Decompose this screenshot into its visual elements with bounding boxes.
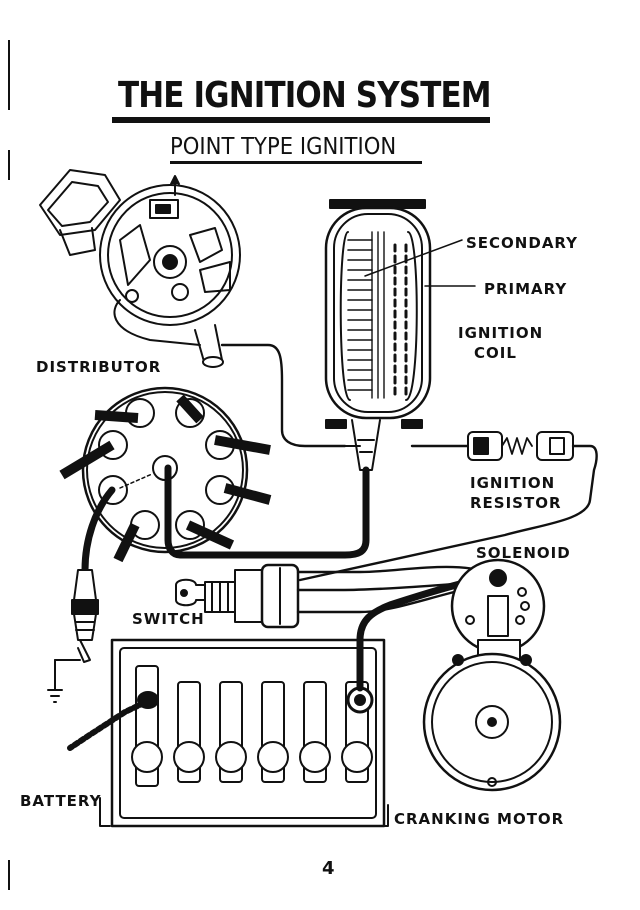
resistor-switch-wire <box>298 444 598 582</box>
page-subtitle: POINT TYPE IGNITION <box>170 134 397 160</box>
battery-illustration <box>67 638 386 828</box>
secondary-leader <box>364 239 463 277</box>
high-tension-lead <box>164 464 370 559</box>
page-edge-mark <box>8 40 10 110</box>
label-ignition-resistor-1: IGNITION <box>470 474 556 492</box>
battery-bracket <box>99 797 111 827</box>
subtitle-underline <box>170 161 422 164</box>
label-primary: PRIMARY <box>484 280 568 298</box>
label-solenoid: SOLENOID <box>476 544 571 562</box>
distributor-body-illustration <box>39 169 241 368</box>
label-secondary: SECONDARY <box>466 234 579 252</box>
label-distributor: DISTRIBUTOR <box>36 358 162 376</box>
ignition-coil-illustration <box>324 199 432 471</box>
page-title: THE IGNITION SYSTEM <box>118 75 492 116</box>
solenoid-illustration <box>450 558 546 661</box>
page-number: 4 <box>322 858 335 879</box>
label-ignition-coil-1: IGNITION <box>458 324 544 342</box>
battery-cells <box>131 665 373 787</box>
ignition-switch-illustration <box>175 563 300 629</box>
spark-plug-wires <box>59 394 272 563</box>
switch-feed-wire <box>296 586 472 614</box>
cranking-motor-illustration <box>422 652 562 792</box>
switch-solenoid-wire <box>296 565 494 575</box>
page-edge-mark <box>8 150 10 180</box>
plug-lead <box>81 486 116 574</box>
page-edge-mark <box>8 860 10 890</box>
motor-bracket <box>379 804 389 827</box>
title-underline <box>112 117 490 123</box>
spark-plug-illustration <box>47 569 99 703</box>
label-ignition-resistor-2: RESISTOR <box>470 494 562 512</box>
label-ignition-coil-2: COIL <box>474 344 517 362</box>
ignition-resistor-illustration <box>467 431 574 461</box>
label-switch: SWITCH <box>132 610 205 628</box>
label-cranking-motor: CRANKING MOTOR <box>394 810 565 828</box>
label-battery: BATTERY <box>20 792 102 810</box>
primary-lead-wire <box>220 343 347 448</box>
